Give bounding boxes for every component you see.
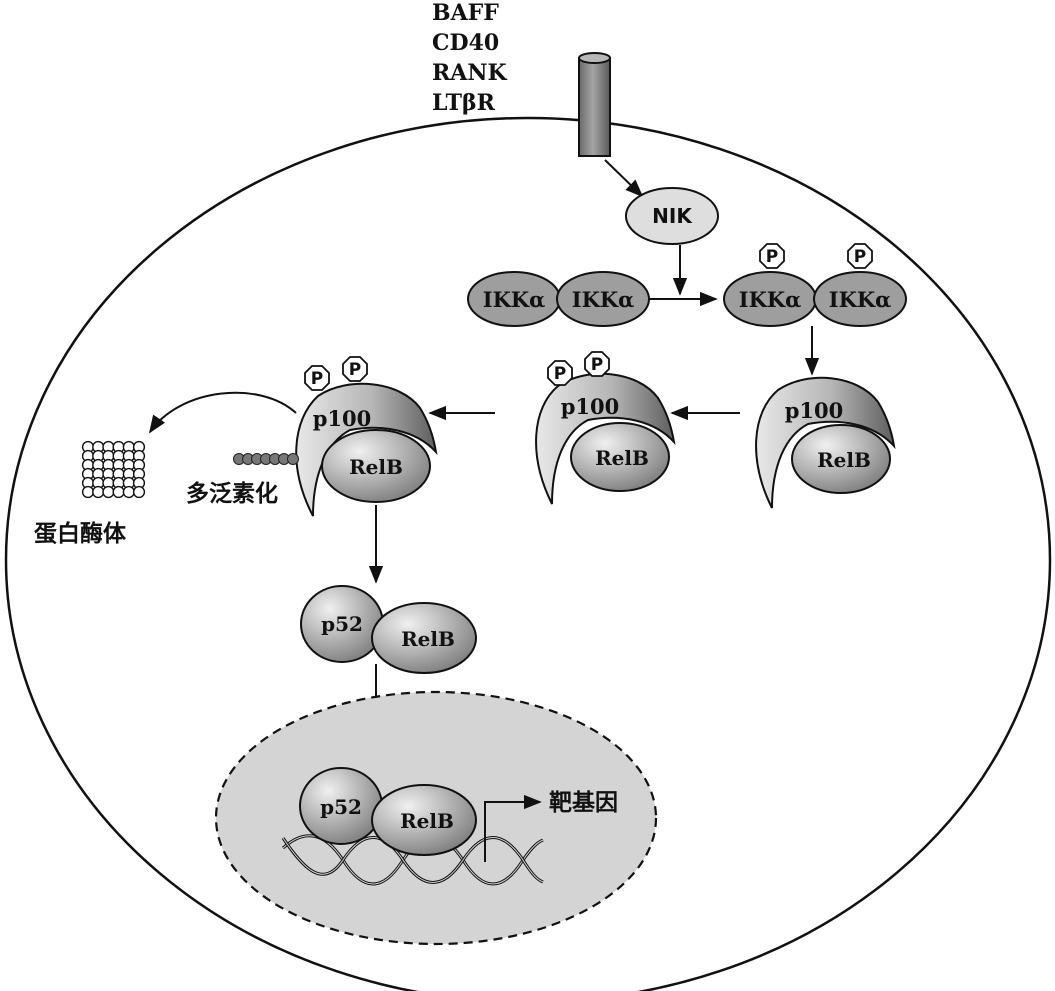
ikk-label: IKKα	[829, 287, 892, 312]
p52-label: p52	[320, 795, 362, 819]
p52-label: p52	[321, 612, 363, 636]
p100-crescent	[295, 382, 438, 517]
receptor-label-rank: RANK	[432, 60, 507, 86]
receptor-icon	[578, 52, 611, 157]
arrow-receptor-to-nik	[604, 159, 644, 198]
proteasome-subunit	[102, 485, 115, 499]
p100-relb-complex-unphosphorylated: p100 RelB	[755, 376, 896, 509]
relb-protein	[371, 784, 477, 856]
ikk-label: IKKα	[483, 287, 546, 312]
p100-relb-complex-phosphorylated: p100 RelB P P	[535, 351, 676, 505]
cell-membrane	[4, 116, 1052, 991]
relb-label: RelB	[400, 809, 454, 833]
phosphate-icon: P	[847, 243, 873, 269]
proteasome-subunit	[92, 485, 105, 499]
proteasome-subunit	[132, 485, 146, 499]
p100-label: p100	[313, 406, 372, 431]
phosphate-label: P	[554, 364, 566, 384]
p100-relb-complex-ubiquitinated: p100 RelB P P	[295, 356, 438, 517]
ikk-label: IKKα	[572, 287, 635, 312]
p52-relb-dimer-cytoplasm: p52 RelB	[300, 585, 477, 674]
relb-protein	[321, 429, 431, 503]
p52-relb-dimer-nucleus: p52 RelB	[299, 767, 477, 856]
proteasome-subunit	[81, 485, 95, 499]
nik-protein: NIK	[625, 187, 719, 245]
nik-label: NIK	[652, 204, 693, 228]
phosphate-label: P	[854, 247, 866, 267]
phosphate-label: P	[311, 369, 323, 389]
relb-label: RelB	[817, 448, 871, 472]
polyubiquitin-chain-icon	[233, 453, 299, 465]
p100-label: p100	[785, 398, 844, 423]
arrow-to-proteasome	[148, 391, 297, 434]
relb-protein	[570, 422, 670, 492]
phosphate-icon: P	[584, 351, 610, 377]
proteasome-label: 蛋白酶体	[34, 520, 127, 547]
p100-label: p100	[561, 394, 620, 419]
ubiquitination-label: 多泛素化	[186, 480, 278, 507]
phosphate-icon: P	[342, 356, 368, 382]
relb-label: RelB	[401, 627, 455, 651]
ikk-dimer-inactive: IKKα IKKα	[467, 271, 650, 327]
p100-crescent	[535, 372, 676, 505]
phosphate-icon: P	[304, 365, 330, 391]
receptor-label-ltbr: LTβR	[432, 90, 496, 116]
target-gene-label: 靶基因	[549, 790, 618, 816]
ikk-dimer-phosphorylated: IKKα IKKα P P	[723, 243, 907, 327]
phosphate-label: P	[591, 355, 603, 375]
p100-crescent	[755, 376, 896, 509]
phosphate-icon: P	[547, 360, 573, 386]
arrow-transcription	[484, 794, 542, 862]
phosphate-label: P	[349, 360, 361, 380]
receptor-labels: BAFF CD40 RANK LTβR	[432, 0, 507, 116]
proteasome-subunit	[112, 485, 125, 499]
relb-protein	[791, 424, 891, 494]
ikk-label: IKKα	[739, 287, 802, 312]
relb-label: RelB	[595, 446, 649, 470]
relb-protein	[371, 602, 477, 674]
receptor-label-cd40: CD40	[432, 30, 499, 56]
receptor-label-baff: BAFF	[432, 0, 499, 26]
proteasome-icon	[81, 440, 146, 499]
proteasome-subunit	[122, 485, 135, 499]
phosphate-icon: P	[759, 243, 785, 269]
phosphate-label: P	[766, 247, 778, 267]
relb-label: RelB	[349, 455, 403, 479]
